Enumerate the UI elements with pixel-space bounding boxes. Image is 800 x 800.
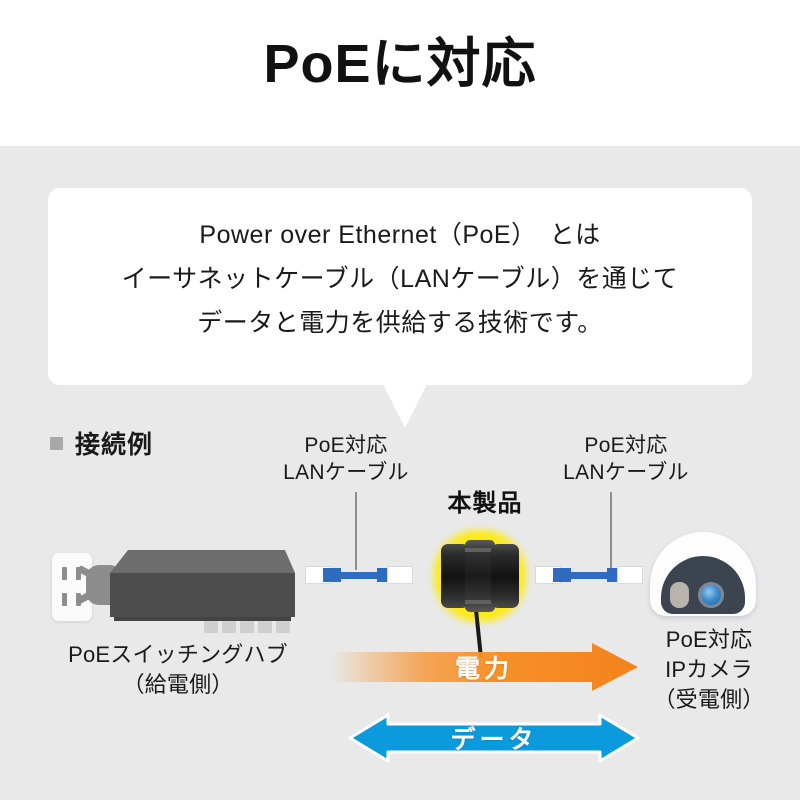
description-line-1: Power over Ethernet（PoE） とは <box>199 221 601 249</box>
hub-label-line-1: PoEスイッチングハブ <box>68 642 288 667</box>
hub-label-line-2: （給電側） <box>122 672 234 697</box>
hub-port <box>240 621 254 633</box>
description-text: Power over Ethernet（PoE） とは イーサネットケーブル（L… <box>48 213 752 345</box>
cable-label-left-line-1: PoE対応 <box>304 434 388 457</box>
hub-front-face <box>110 573 295 633</box>
outlet-slot <box>62 567 67 580</box>
section-heading: 接続例 <box>50 425 153 461</box>
hub-port <box>258 621 272 633</box>
connector-ring <box>465 600 495 604</box>
section-heading-label: 接続例 <box>75 431 154 459</box>
camera-sensor <box>670 582 689 608</box>
connector-barrel-left <box>441 544 469 608</box>
hub-port <box>276 621 290 633</box>
camera-lens <box>698 582 724 608</box>
lan-cable-icon-left <box>305 562 413 588</box>
description-bubble: Power over Ethernet（PoE） とは イーサネットケーブル（L… <box>48 188 752 385</box>
hub-base <box>114 617 291 621</box>
leader-line-right <box>610 492 612 570</box>
cable-label-left-line-2: LANケーブル <box>283 461 409 484</box>
ip-dome-camera-icon <box>650 532 756 620</box>
description-line-3: データと電力を供給する技術です。 <box>197 309 603 337</box>
hub-label: PoEスイッチングハブ （給電側） <box>28 640 328 700</box>
header-band: PoEに対応 <box>0 0 800 146</box>
outlet-slot <box>76 567 81 580</box>
connector-ring <box>465 548 495 552</box>
product-label: 本製品 <box>447 490 523 517</box>
hub-port <box>222 621 236 633</box>
data-arrow-shape <box>348 713 640 763</box>
camera-label-line-3: （受電側） <box>653 687 765 712</box>
hub-port <box>204 621 218 633</box>
power-arrow-shape <box>330 643 638 691</box>
description-line-2: イーサネットケーブル（LANケーブル）を通じて <box>121 265 679 293</box>
camera-label: PoE対応 IPカメラ （受電側） <box>626 625 792 715</box>
rj45-boot <box>387 566 413 584</box>
cable-label-right-line-1: PoE対応 <box>584 434 668 457</box>
lan-cable-icon-right <box>535 562 643 588</box>
page-title: PoEに対応 <box>263 34 537 94</box>
hub-top-face <box>110 550 295 573</box>
cable-wire <box>553 572 625 579</box>
waterproof-connector-icon <box>441 540 519 612</box>
cable-wire <box>323 572 395 579</box>
data-arrow-label: データ <box>450 726 538 754</box>
leader-line-left <box>355 492 357 570</box>
data-flow-arrow: データ <box>348 712 640 764</box>
camera-label-line-2: IPカメラ <box>665 657 753 682</box>
wall-outlet-icon <box>52 553 92 621</box>
cable-label-left: PoE対応 LANケーブル <box>256 432 436 486</box>
outlet-slot <box>62 593 67 606</box>
rj45-boot <box>617 566 643 584</box>
connector-barrel-right <box>491 544 519 608</box>
square-bullet-icon <box>50 436 63 450</box>
cable-label-right-line-2: LANケーブル <box>563 461 689 484</box>
power-flow-arrow: 電力 <box>330 643 638 691</box>
bubble-tail <box>383 384 427 428</box>
cable-label-right: PoE対応 LANケーブル <box>536 432 716 486</box>
power-arrow-label: 電力 <box>454 655 513 683</box>
camera-label-line-1: PoE対応 <box>665 627 753 652</box>
poe-switching-hub-icon <box>110 550 295 633</box>
